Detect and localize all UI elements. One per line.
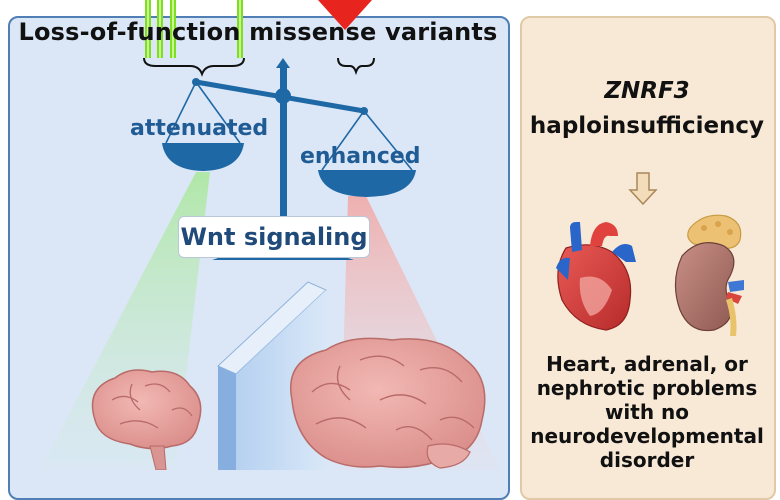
haploinsufficiency-label: haploinsufficiency — [529, 113, 765, 139]
outcome-text: Heart, adrenal, or nephrotic problems wi… — [530, 352, 764, 472]
red-variant-arrow — [318, 0, 372, 30]
left-brace — [143, 57, 245, 77]
right-brace — [337, 57, 375, 76]
down-arrow-icon — [628, 172, 658, 206]
outcome-line: neurodevelopmental — [530, 424, 764, 448]
illustration-layer — [40, 0, 744, 470]
small-brain-illustration — [91, 369, 202, 470]
wnt-signaling-label: Wnt signaling — [178, 216, 370, 258]
outcome-line: Heart, adrenal, or — [546, 352, 748, 376]
outcome-line: disorder — [599, 448, 695, 472]
large-brain-illustration — [290, 337, 486, 469]
attenuated-label: attenuated — [130, 116, 269, 141]
outcome-line: with no — [604, 400, 690, 424]
gene-name: ZNRF3 — [604, 78, 690, 104]
heart-illustration — [556, 222, 636, 331]
left-pan — [162, 143, 244, 171]
green-variant-bars — [145, 0, 243, 58]
variants-title: Loss-of-function missense variants — [18, 18, 498, 46]
right-pan — [318, 170, 416, 197]
outcome-line: nephrotic problems — [536, 376, 758, 400]
kidney-adrenal-illustration — [674, 214, 744, 336]
enhanced-label: enhanced — [300, 144, 421, 169]
balance-scale — [162, 58, 416, 260]
